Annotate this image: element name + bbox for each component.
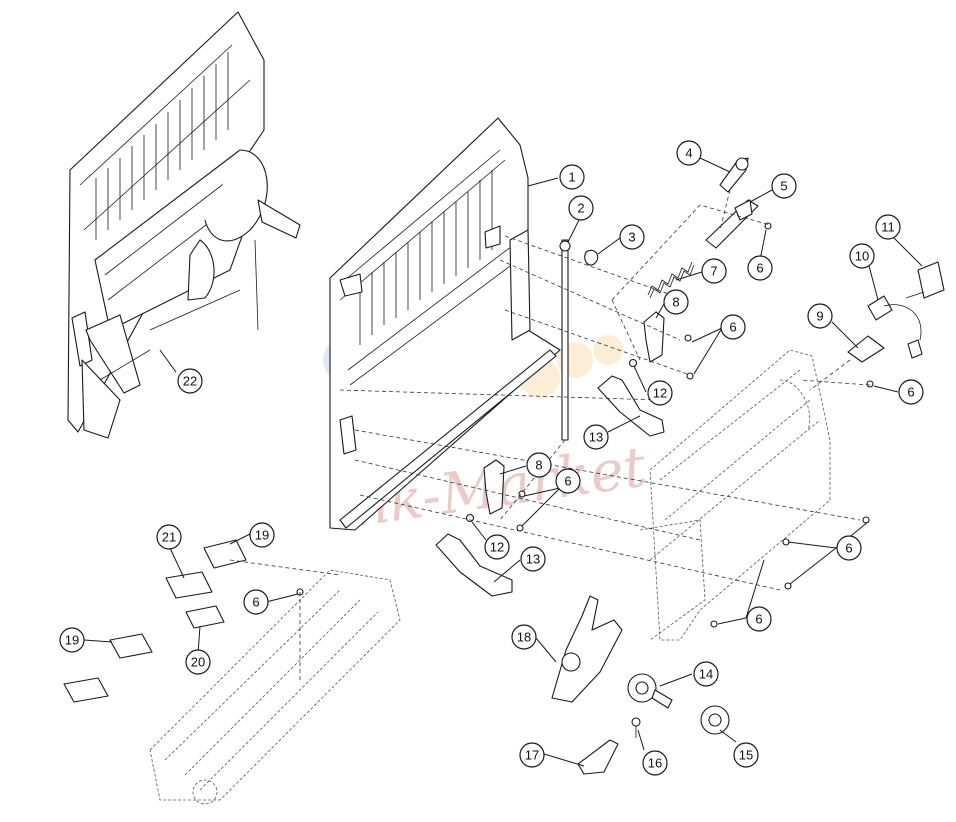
svg-text:22: 22 xyxy=(183,374,197,389)
assembly-lines xyxy=(229,189,871,680)
svg-text:12: 12 xyxy=(490,540,504,555)
rear-door-assembly-22 xyxy=(67,11,301,439)
callout-6-d: 6 xyxy=(555,468,581,494)
callout-12-a: 12 xyxy=(647,380,673,406)
callout-14: 14 xyxy=(693,661,719,687)
callout-19-b: 19 xyxy=(59,627,85,653)
svg-text:20: 20 xyxy=(191,655,205,670)
svg-text:16: 16 xyxy=(648,756,662,771)
callout-20: 20 xyxy=(185,649,211,675)
svg-text:6: 6 xyxy=(729,320,736,335)
spring-12-lower xyxy=(465,513,475,523)
callout-13-a: 13 xyxy=(583,424,609,450)
bracket-5 xyxy=(705,199,759,249)
callout-17: 17 xyxy=(519,742,545,768)
clip-19-lower xyxy=(63,677,109,703)
svg-text:6: 6 xyxy=(564,474,571,489)
callout-21: 21 xyxy=(156,524,182,550)
callout-12-b: 12 xyxy=(484,534,510,560)
clip-19-upper xyxy=(203,539,247,569)
gear-housing-18 xyxy=(551,595,623,703)
svg-text:10: 10 xyxy=(855,249,869,264)
callout-22: 22 xyxy=(177,368,203,394)
callout-6-b: 6 xyxy=(720,314,746,340)
svg-text:14: 14 xyxy=(699,667,713,682)
leader-lines xyxy=(83,157,923,767)
callout-11: 11 xyxy=(875,214,901,240)
svg-text:21: 21 xyxy=(162,530,176,545)
printer-frame-ghost xyxy=(639,349,831,641)
latch-arm-13-upper xyxy=(597,375,665,437)
callout-2: 2 xyxy=(568,195,594,221)
svg-text:5: 5 xyxy=(780,179,787,194)
svg-text:1: 1 xyxy=(568,170,575,185)
clip-21 xyxy=(165,571,213,599)
callout-18: 18 xyxy=(511,624,537,650)
svg-text:2: 2 xyxy=(577,201,584,216)
svg-text:13: 13 xyxy=(526,552,540,567)
callout-9: 9 xyxy=(807,303,833,329)
screw-16 xyxy=(631,717,641,738)
callout-13-b: 13 xyxy=(520,546,546,572)
svg-text:8: 8 xyxy=(672,295,679,310)
svg-text:9: 9 xyxy=(816,309,823,324)
callout-8-b: 8 xyxy=(526,452,552,478)
gear-15 xyxy=(700,705,730,735)
svg-text:19: 19 xyxy=(65,633,79,648)
callout-15: 15 xyxy=(733,742,759,768)
bracket-8-lower xyxy=(483,459,505,515)
svg-text:12: 12 xyxy=(653,386,667,401)
e-clip-3 xyxy=(584,249,599,266)
bracket-17 xyxy=(577,739,619,775)
callout-16: 16 xyxy=(642,750,668,776)
gear-14 xyxy=(627,673,673,709)
svg-text:6: 6 xyxy=(755,612,762,627)
callout-10: 10 xyxy=(849,243,875,269)
callout-4: 4 xyxy=(676,140,702,166)
svg-text:8: 8 xyxy=(535,458,542,473)
callout-7: 7 xyxy=(701,258,727,284)
svg-text:7: 7 xyxy=(710,264,717,279)
callout-6-e: 6 xyxy=(836,535,862,561)
spring-12-upper xyxy=(628,358,638,368)
door-frame-1 xyxy=(329,117,561,531)
svg-text:6: 6 xyxy=(907,385,914,400)
svg-text:3: 3 xyxy=(628,230,635,245)
clip-20 xyxy=(185,605,225,629)
rod-2 xyxy=(559,239,571,441)
lever-4 xyxy=(719,157,749,193)
svg-text:6: 6 xyxy=(756,261,763,276)
latch-arm-13-lower xyxy=(435,533,513,597)
callout-1: 1 xyxy=(559,164,585,190)
callout-6-f: 6 xyxy=(746,606,772,632)
callout-8-a: 8 xyxy=(663,289,689,315)
svg-text:17: 17 xyxy=(525,748,539,763)
svg-text:6: 6 xyxy=(845,541,852,556)
svg-text:15: 15 xyxy=(739,748,753,763)
svg-text:6: 6 xyxy=(252,595,259,610)
callout-6-g: 6 xyxy=(243,589,269,615)
svg-text:13: 13 xyxy=(589,430,603,445)
spring-7 xyxy=(647,261,695,299)
clip-19-middle xyxy=(109,633,153,659)
rail-ghost xyxy=(149,569,401,805)
sensor-bracket-11 xyxy=(905,261,945,299)
callout-5: 5 xyxy=(771,173,797,199)
svg-text:19: 19 xyxy=(255,528,269,543)
bracket-8-upper xyxy=(643,311,665,363)
sensor-10 xyxy=(867,295,923,359)
callout-19-a: 19 xyxy=(249,522,275,548)
svg-text:18: 18 xyxy=(517,630,531,645)
svg-text:11: 11 xyxy=(881,220,895,235)
callout-6-a: 6 xyxy=(747,255,773,281)
callout-3: 3 xyxy=(619,224,645,250)
guide-9 xyxy=(847,335,885,363)
callout-6-c: 6 xyxy=(898,379,924,405)
svg-text:4: 4 xyxy=(685,146,692,161)
